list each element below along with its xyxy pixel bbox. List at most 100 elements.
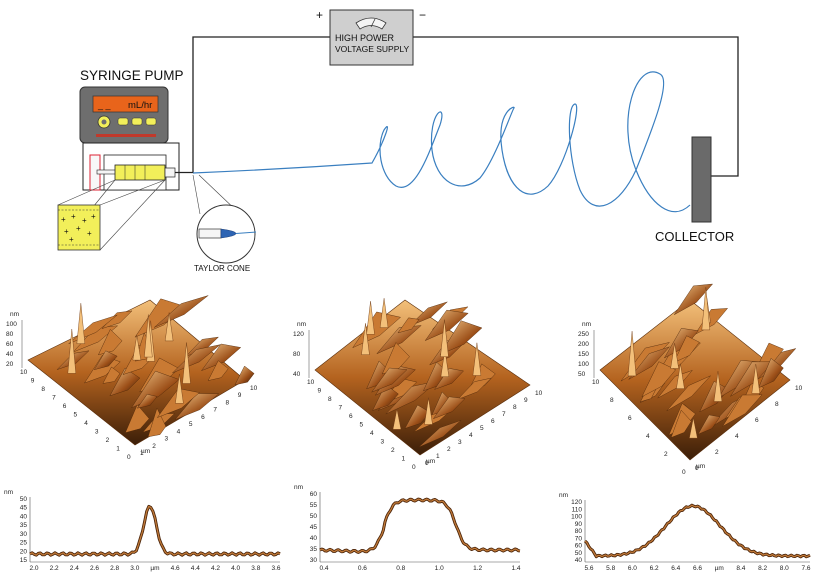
- left-axis-tick: 7: [339, 405, 343, 412]
- afm-surface-base: [599, 299, 791, 461]
- syringe-pump: SYRINGE PUMP _ _ mL/hr: [57, 68, 193, 251]
- right-axis-tick: 1: [436, 453, 440, 460]
- left-axis-tick: 8: [41, 386, 45, 393]
- afm-ridge: [697, 414, 721, 435]
- profile-y-tick: 40: [575, 557, 583, 564]
- profile-y-tick: 110: [572, 506, 583, 513]
- left-axis-tick: 5: [360, 422, 364, 429]
- right-axis-tick: 8: [513, 404, 517, 411]
- afm-ridge: [439, 320, 483, 355]
- left-axis-tick: 0: [412, 464, 416, 471]
- profile-x-tick: 8.0: [780, 565, 789, 572]
- afm-ridge: [207, 360, 229, 381]
- z-tick-label: 20: [6, 361, 14, 368]
- left-axis-tick: 1: [116, 446, 120, 453]
- profile-y-tick: 45: [310, 524, 318, 531]
- profile-curve: [319, 498, 521, 554]
- right-axis-tick: 9: [238, 392, 242, 399]
- afm-ridge: [722, 394, 763, 427]
- afm-ridge: [371, 367, 408, 393]
- left-axis-tick: 0: [127, 454, 131, 461]
- afm-ridge: [673, 335, 700, 363]
- profile-x-tick: 0.8: [396, 565, 405, 572]
- afm-ridge: [93, 350, 118, 371]
- afm-ridge: [418, 420, 462, 448]
- z-tick-label: 80: [6, 331, 14, 338]
- supply-label-line1: HIGH POWER: [335, 33, 395, 43]
- profile-curve-shadow: [583, 503, 811, 559]
- left-axis-tick: 4: [370, 430, 374, 437]
- left-axis-tick: 9: [318, 388, 322, 395]
- afm-spike: [76, 303, 86, 344]
- afm-spike: [379, 298, 389, 328]
- left-axis-tick: 5: [74, 412, 78, 419]
- left-axis-tick: 3: [381, 439, 385, 446]
- syringe: [96, 164, 193, 181]
- afm-ridge: [641, 361, 676, 398]
- right-axis-tick: 3: [458, 439, 462, 446]
- profile-y-tick: 40: [310, 535, 318, 542]
- afm-ridge: [102, 366, 121, 384]
- right-axis-tick: 2: [447, 446, 451, 453]
- afm-ridge: [109, 367, 141, 397]
- profile-x-tick: 1.4: [511, 565, 520, 572]
- profile-x-tick: 6.4: [671, 565, 680, 572]
- afm-spike: [67, 329, 77, 374]
- profile-y-tick: 15: [20, 557, 28, 564]
- profile-x-tick: 2.8: [110, 565, 119, 572]
- z-tick-label: 40: [6, 351, 14, 358]
- left-axis-tick: 10: [592, 379, 600, 386]
- left-axis-tick: 2: [106, 437, 110, 444]
- left-axis-tick: 8: [328, 396, 332, 403]
- z-tick-label: 250: [578, 331, 589, 338]
- z-axis-unit: nm: [10, 311, 19, 318]
- afm-spike: [164, 312, 174, 342]
- pump-button-2: [131, 117, 143, 126]
- profile-x-tick: 4.4: [191, 565, 200, 572]
- profile-curve: [584, 504, 811, 558]
- collector: COLLECTOR: [655, 136, 734, 244]
- right-axis-tick: 1: [140, 450, 144, 457]
- profile-x-tick: 8.4: [736, 565, 745, 572]
- afm-ridge: [424, 309, 469, 342]
- afm-ridge: [666, 375, 711, 412]
- afm-spike: [182, 342, 191, 384]
- axis-unit-um: µm: [426, 458, 435, 465]
- afm-3d-images: nm1008060402010987654321012345678910µmnm…: [6, 283, 803, 476]
- afm-ridge: [174, 393, 220, 420]
- profile-y-tick: 60: [310, 491, 318, 498]
- profile-x-tick: 3.6: [271, 565, 280, 572]
- right-axis-tick: 0: [695, 465, 699, 472]
- profile-y-tick: 60: [575, 543, 583, 550]
- afm-ridge: [657, 369, 693, 399]
- profile-y-tick: 30: [20, 531, 28, 538]
- charge-plus-3: +: [82, 216, 87, 225]
- right-axis-tick: 5: [480, 425, 484, 432]
- profile-y-tick: 35: [20, 522, 28, 529]
- afm-ridge: [376, 325, 422, 354]
- profile-y-unit: nm: [294, 484, 303, 491]
- z-axis-unit: nm: [297, 321, 306, 328]
- z-tick-label: 60: [6, 341, 14, 348]
- profile-curve-shadow: [29, 504, 281, 557]
- pump-title: SYRINGE PUMP: [80, 68, 184, 83]
- right-axis-tick: 10: [250, 385, 258, 392]
- afm-ridge: [397, 317, 420, 334]
- profile-y-tick: 50: [20, 496, 28, 503]
- profile-x-tick: 3.8: [251, 565, 260, 572]
- left-axis-tick: 2: [391, 447, 395, 454]
- profile-x-tick: 6.0: [628, 565, 637, 572]
- profile-x-tick: 1.2: [473, 565, 482, 572]
- profile-y-tick: 20: [20, 548, 28, 555]
- right-axis-tick: 8: [775, 401, 779, 408]
- afm-spike: [440, 319, 449, 357]
- axis-unit-um: µm: [696, 463, 705, 470]
- wire-positive: [192, 36, 330, 173]
- right-axis-tick: 7: [213, 407, 217, 414]
- profile-x-tick: 7.6: [801, 565, 810, 572]
- polarity-minus: −: [419, 8, 426, 22]
